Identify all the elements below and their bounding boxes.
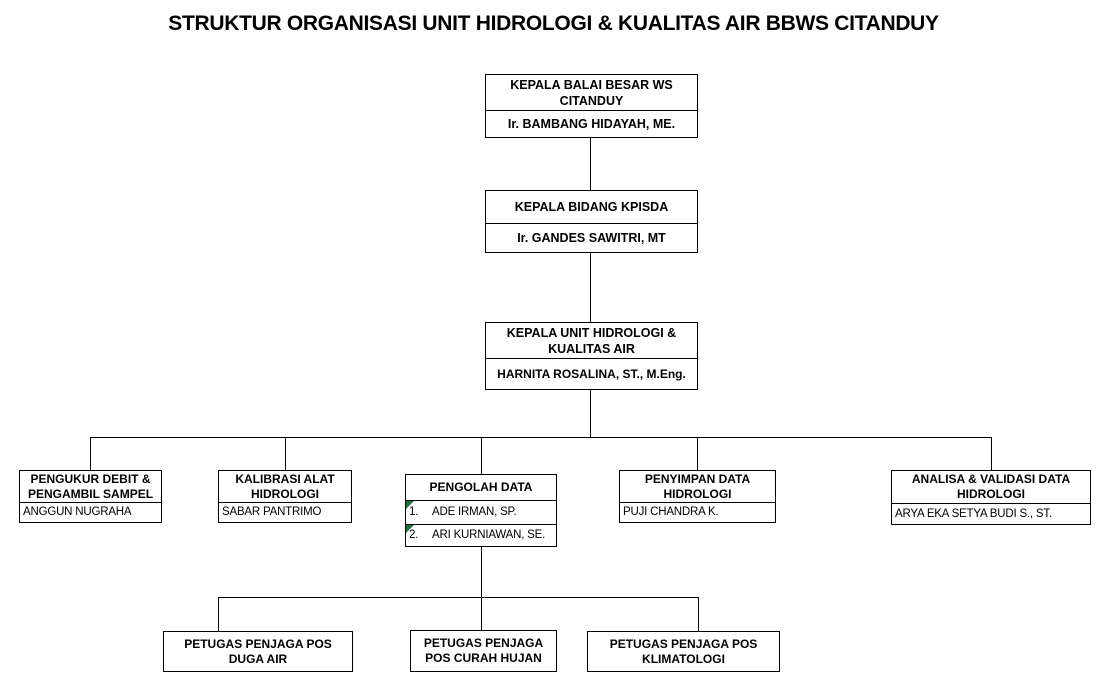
connector-drop-unit3 bbox=[481, 437, 482, 474]
connector-level3-stem bbox=[590, 390, 591, 437]
node-role: PENGOLAH DATA bbox=[406, 475, 556, 501]
connector-drop-unit4 bbox=[697, 437, 698, 470]
node-name: Ir. BAMBANG HIDAYAH, ME. bbox=[507, 116, 676, 131]
node-pos-klimatologi: PETUGAS PENJAGA POS KLIMATOLOGI bbox=[587, 631, 780, 672]
connector-drop-unit1 bbox=[90, 437, 91, 470]
node-name: SABAR PANTRIMO bbox=[222, 506, 322, 518]
node-role: KEPALA BALAI BESAR WS CITANDUY bbox=[486, 75, 697, 111]
node-pos-duga-air: PETUGAS PENJAGA POS DUGA AIR bbox=[163, 631, 353, 672]
node-name: ANGGUN NUGRAHA bbox=[23, 506, 132, 518]
connector-level2-level3 bbox=[590, 253, 591, 322]
node-role: KALIBRASI ALAT HIDROLOGI bbox=[219, 471, 351, 503]
node-name: HARNITA ROSALINA, ST., M.Eng. bbox=[497, 366, 686, 381]
connector-posts-horizontal bbox=[218, 597, 699, 598]
member-row: 1. ADE IRMAN, SP. bbox=[406, 501, 556, 525]
node-name: ARYA EKA SETYA BUDI S., ST. bbox=[895, 507, 1052, 520]
node-kepala-bidang-kpisda: KEPALA BIDANG KPISDA Ir. GANDES SAWITRI,… bbox=[485, 190, 698, 253]
connector-level1-level2 bbox=[590, 138, 591, 190]
chart-title: STRUKTUR ORGANISASI UNIT HIDROLOGI & KUA… bbox=[168, 12, 939, 35]
node-penyimpan-data: PENYIMPAN DATA HIDROLOGI PUJI CHANDRA K. bbox=[619, 470, 776, 523]
node-analisa-validasi: ANALISA & VALIDASI DATA HIDROLOGI ARYA E… bbox=[891, 470, 1091, 525]
node-pos-curah-hujan: PETUGAS PENJAGA POS CURAH HUJAN bbox=[410, 630, 557, 672]
node-name: Ir. GANDES SAWITRI, MT bbox=[517, 230, 666, 245]
node-kepala-unit-hidrologi: KEPALA UNIT HIDROLOGI & KUALITAS AIR HAR… bbox=[485, 322, 698, 390]
connector-drop-post3 bbox=[698, 597, 699, 632]
node-role: PETUGAS PENJAGA POS KLIMATOLOGI bbox=[609, 636, 758, 666]
connector-drop-post2 bbox=[481, 597, 482, 630]
node-role: ANALISA & VALIDASI DATA HIDROLOGI bbox=[892, 471, 1090, 504]
node-role: PETUGAS PENJAGA POS DUGA AIR bbox=[184, 636, 332, 666]
connector-pengolah-stem bbox=[481, 547, 482, 597]
member-number: 2. bbox=[409, 529, 419, 541]
node-role: PENGUKUR DEBIT & PENGAMBIL SAMPEL bbox=[20, 471, 161, 503]
connector-units-horizontal bbox=[90, 437, 992, 438]
member-name: ADE IRMAN, SP. bbox=[432, 506, 517, 518]
node-pengukur-debit: PENGUKUR DEBIT & PENGAMBIL SAMPEL ANGGUN… bbox=[19, 470, 162, 523]
member-name: ARI KURNIAWAN, SE. bbox=[432, 529, 546, 541]
connector-drop-unit2 bbox=[285, 437, 286, 470]
connector-drop-post1 bbox=[218, 597, 219, 632]
node-pengolah-data: PENGOLAH DATA 1. ADE IRMAN, SP. 2. ARI K… bbox=[405, 474, 557, 547]
node-kalibrasi-alat: KALIBRASI ALAT HIDROLOGI SABAR PANTRIMO bbox=[218, 470, 352, 523]
green-triangle-icon bbox=[406, 501, 414, 509]
connector-drop-unit5 bbox=[991, 437, 992, 470]
node-role: PENYIMPAN DATA HIDROLOGI bbox=[620, 471, 775, 503]
member-number: 1. bbox=[409, 506, 419, 518]
node-role: PETUGAS PENJAGA POS CURAH HUJAN bbox=[423, 636, 544, 665]
member-row: 2. ARI KURNIAWAN, SE. bbox=[406, 525, 556, 546]
node-role: KEPALA UNIT HIDROLOGI & KUALITAS AIR bbox=[486, 323, 697, 359]
green-triangle-icon bbox=[406, 525, 414, 533]
node-name: PUJI CHANDRA K. bbox=[623, 506, 719, 518]
node-role: KEPALA BIDANG KPISDA bbox=[486, 191, 697, 224]
node-kepala-balai-besar: KEPALA BALAI BESAR WS CITANDUY Ir. BAMBA… bbox=[485, 74, 698, 138]
